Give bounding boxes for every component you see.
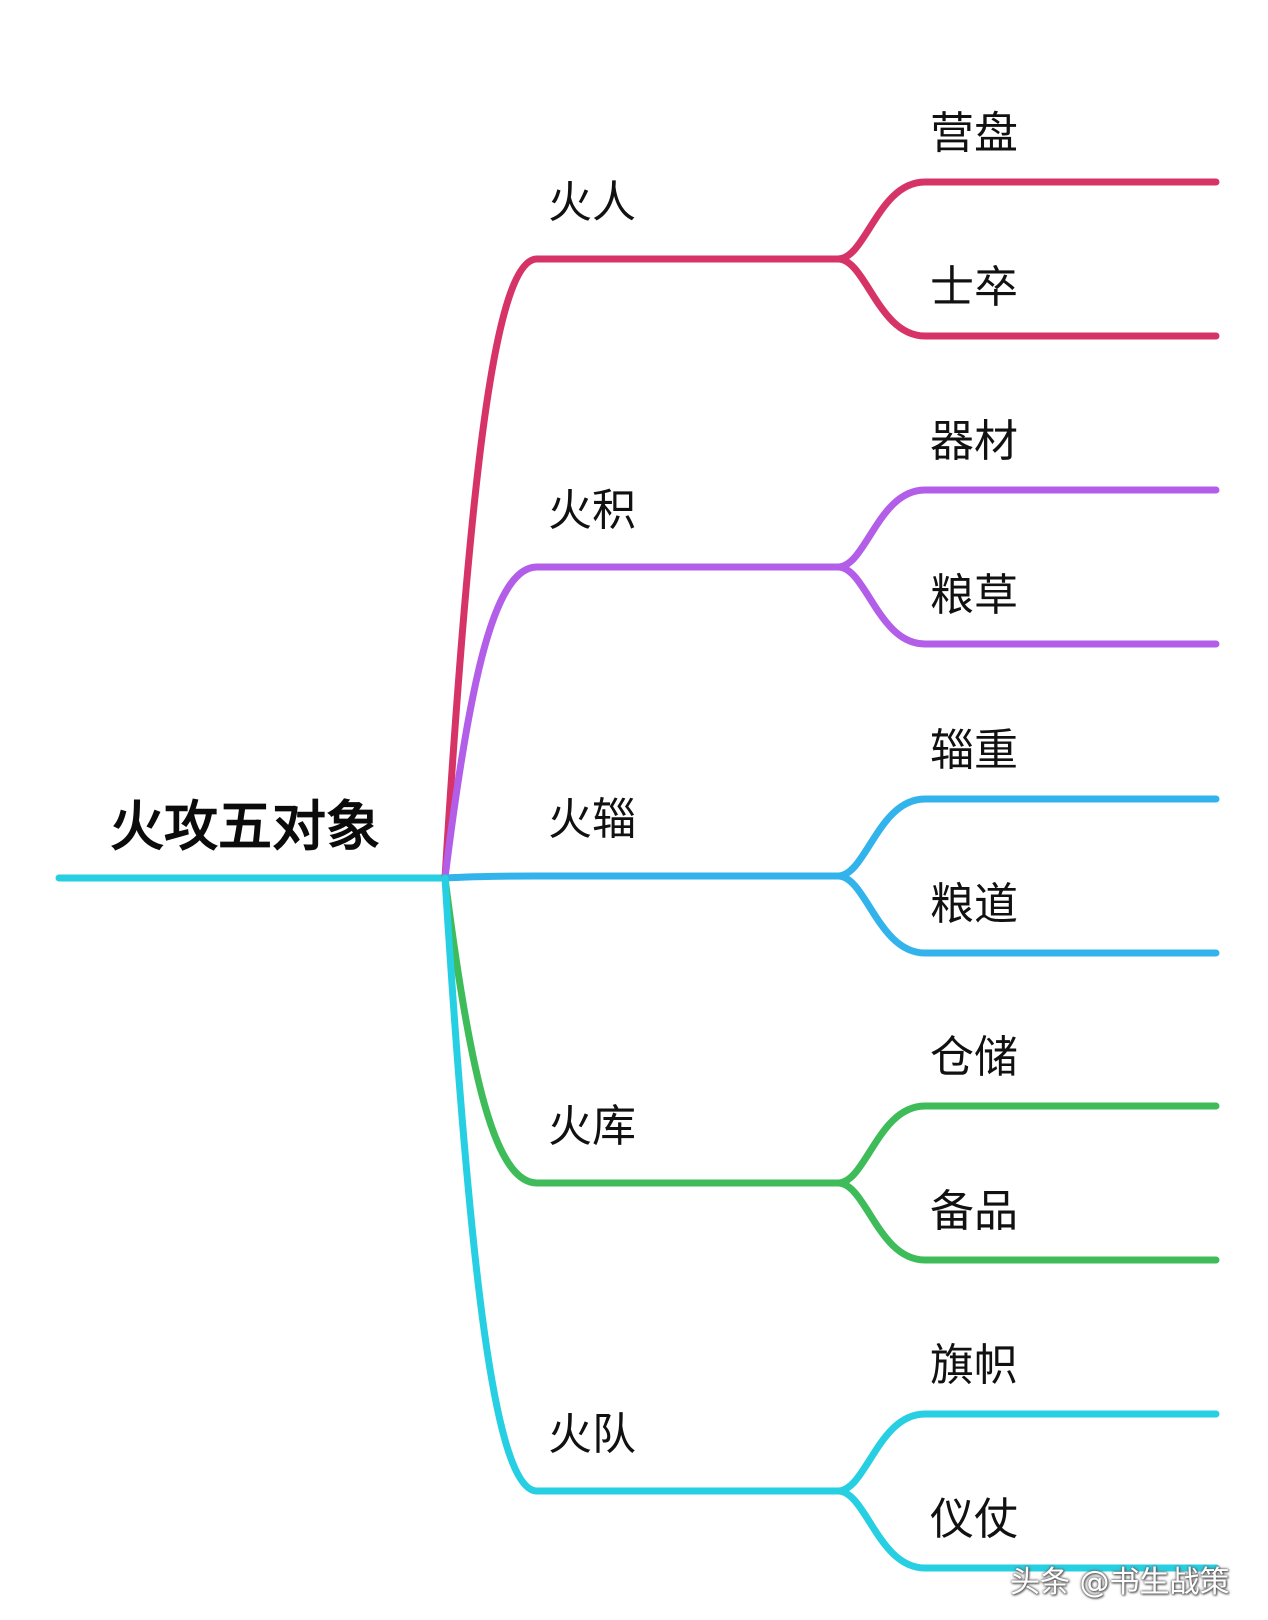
leaf-label-2-1: 器材 bbox=[930, 416, 1018, 467]
branch-label-4: 火库 bbox=[548, 1101, 636, 1152]
leaf-label-4-1: 仓储 bbox=[930, 1032, 1018, 1083]
leaf-connector-1-2 bbox=[834, 255, 1220, 340]
branch-label-5: 火队 bbox=[548, 1409, 636, 1460]
leaf-connector-5-1 bbox=[834, 1410, 1220, 1495]
leaf-label-3-1: 辎重 bbox=[930, 725, 1018, 776]
branch-label-2: 火积 bbox=[548, 485, 636, 536]
leaf-connector-2-1 bbox=[834, 486, 1220, 571]
leaf-label-3-2: 粮道 bbox=[930, 879, 1018, 930]
leaf-connector-3-1 bbox=[834, 795, 1220, 880]
leaf-label-5-2: 仪仗 bbox=[930, 1494, 1018, 1545]
leaf-label-5-1: 旗帜 bbox=[930, 1340, 1018, 1391]
leaf-connector-5-2 bbox=[834, 1487, 1220, 1572]
branch-connector-4 bbox=[441, 874, 842, 1187]
branch-connector-1 bbox=[441, 255, 842, 882]
leaf-label-2-2: 粮草 bbox=[930, 570, 1018, 621]
branch-connector-5 bbox=[441, 874, 842, 1495]
leaf-label-1-1: 营盘 bbox=[930, 108, 1018, 159]
leaf-label-1-2: 士卒 bbox=[930, 262, 1018, 313]
leaf-connector-4-2 bbox=[834, 1179, 1220, 1264]
branch-label-3: 火辎 bbox=[548, 794, 636, 845]
leaf-connector-3-2 bbox=[834, 872, 1220, 957]
root-topic-label: 火攻五对象 bbox=[110, 795, 380, 858]
watermark-text: 头条 @书生战策 bbox=[1010, 1565, 1230, 1600]
leaf-connector-1-1 bbox=[834, 178, 1220, 263]
branch-connector-3 bbox=[441, 872, 842, 882]
leaf-connector-4-1 bbox=[834, 1102, 1220, 1187]
leaf-label-4-2: 备品 bbox=[930, 1186, 1018, 1237]
branch-label-1: 火人 bbox=[548, 177, 636, 228]
leaf-connector-2-2 bbox=[834, 563, 1220, 648]
branch-connector-2 bbox=[441, 563, 842, 882]
